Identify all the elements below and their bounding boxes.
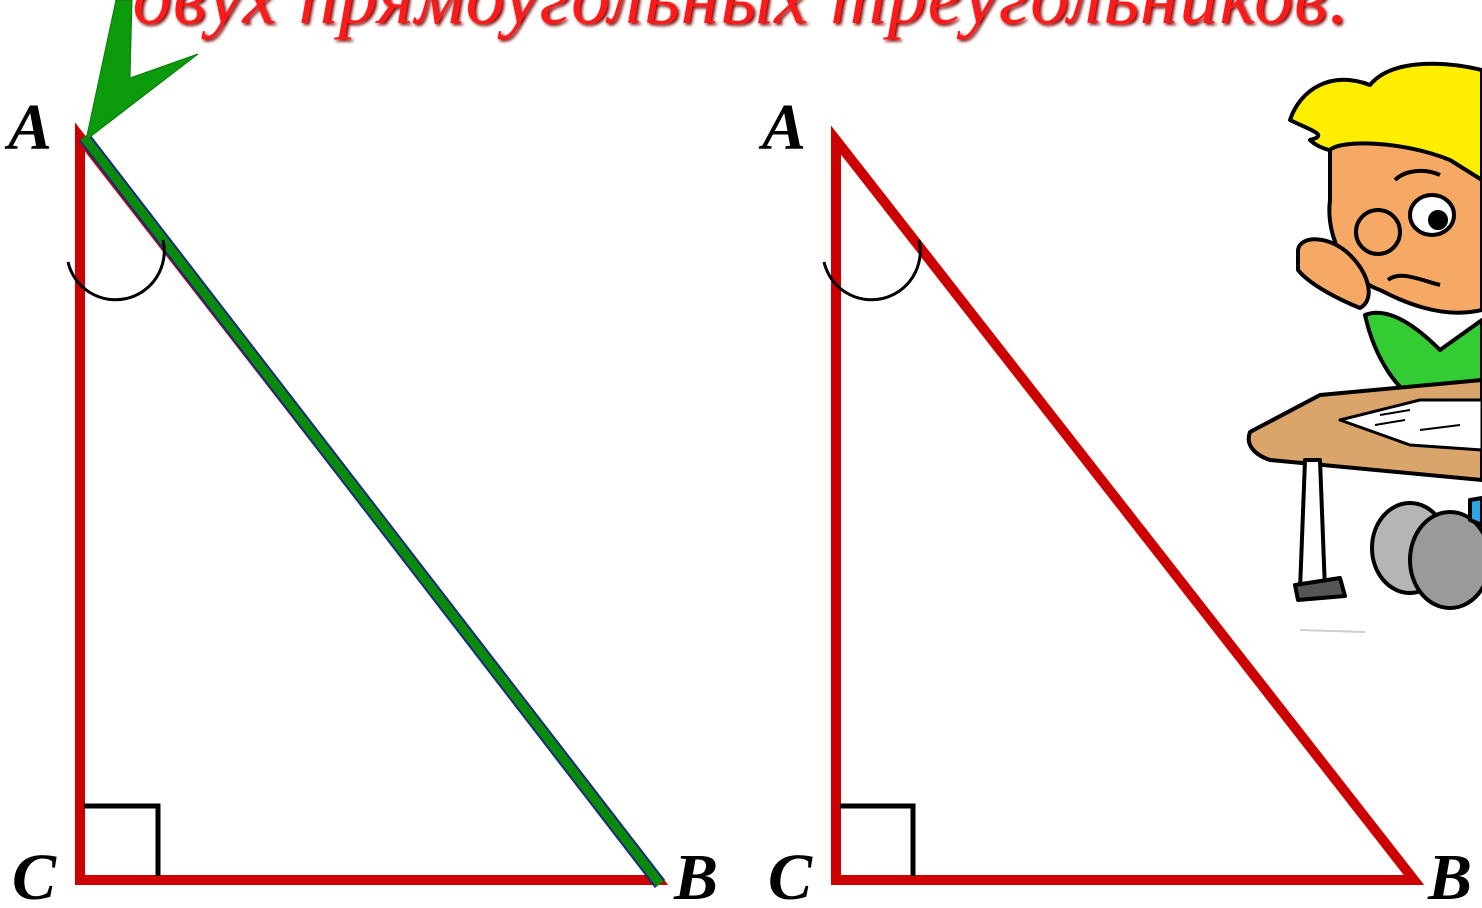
thinking-boy-at-desk-illustration [1246,61,1482,633]
left-vertex-b-label: B [674,841,719,908]
left-vertex-a-label: A [8,91,53,164]
right-triangle-outline [831,125,1425,885]
slide-title: двух прямоугольных треугольников. [0,0,1482,42]
left-vertex-c-label: C [12,841,57,908]
left-hypotenuse-highlight [80,134,664,887]
right-right-angle-marker [840,803,916,876]
right-vertex-c-label: C [768,841,813,908]
right-vertex-a-label: A [762,91,807,164]
right-angle-arc [822,239,922,302]
left-triangle [66,122,669,888]
right-vertex-b-label: B [1428,841,1473,908]
arrow-pointer-icon [85,0,199,142]
left-angle-arc [66,239,166,302]
left-right-angle-marker [84,803,161,876]
right-triangle [822,125,1425,885]
